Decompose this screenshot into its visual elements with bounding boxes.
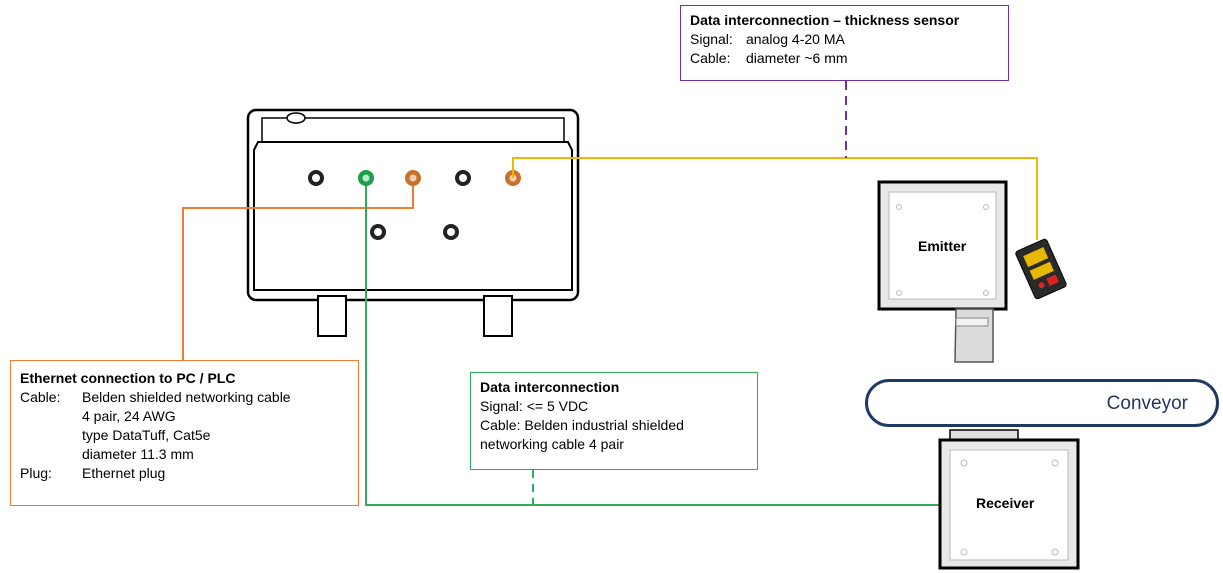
thickness-signal-value: analog 4-20 MA bbox=[746, 31, 845, 47]
ethernet-plug-value: Ethernet plug bbox=[82, 465, 166, 481]
ethernet-cable-line-3: type DataTuff, Cat5e bbox=[82, 427, 211, 443]
connector-7 bbox=[443, 224, 459, 240]
data-cable bbox=[365, 186, 940, 506]
conveyor: Conveyor bbox=[865, 379, 1219, 427]
connector-4 bbox=[455, 170, 471, 186]
data-callout-line-2: Cable: Belden industrial shielded bbox=[480, 417, 684, 433]
sensor-cable bbox=[512, 157, 1038, 240]
ethernet-cable bbox=[182, 186, 414, 360]
thickness-cable-key: Cable: bbox=[690, 50, 731, 66]
thickness-sensor-callout: Data interconnection – thickness sensor … bbox=[680, 5, 1009, 81]
ethernet-callout-title: Ethernet connection to PC / PLC bbox=[20, 370, 236, 386]
conveyor-label: Conveyor bbox=[1106, 393, 1188, 414]
ethernet-cable-line-1: Belden shielded networking cable bbox=[82, 389, 291, 405]
connector-ethernet-orange bbox=[405, 170, 421, 186]
connector-data-green bbox=[358, 170, 374, 186]
data-callout-line-3: networking cable 4 pair bbox=[480, 436, 624, 452]
data-callout-title: Data interconnection bbox=[480, 379, 620, 395]
ethernet-callout: Ethernet connection to PC / PLC Cable: B… bbox=[10, 360, 359, 506]
ethernet-cable-key: Cable: bbox=[20, 389, 61, 405]
ethernet-plug-key: Plug: bbox=[20, 465, 52, 481]
thickness-sensor bbox=[1015, 238, 1067, 300]
ethernet-cable-line-4: diameter 11.3 mm bbox=[82, 446, 194, 462]
emitter-unit bbox=[877, 180, 1008, 363]
connector-1 bbox=[308, 170, 324, 186]
thickness-callout-title: Data interconnection – thickness sensor bbox=[690, 12, 960, 28]
thickness-signal-key: Signal: bbox=[690, 31, 733, 47]
thickness-cable-value: diameter ~6 mm bbox=[746, 50, 848, 66]
receiver-unit bbox=[938, 429, 1080, 570]
data-callout-line-1: Signal: <= 5 VDC bbox=[480, 398, 589, 414]
emitter-label: Emitter bbox=[918, 238, 967, 254]
connector-6 bbox=[370, 224, 386, 240]
data-interconnection-callout: Data interconnection Signal: <= 5 VDC Ca… bbox=[470, 372, 758, 470]
control-enclosure bbox=[246, 108, 580, 337]
receiver-label: Receiver bbox=[976, 495, 1035, 511]
ethernet-cable-line-2: 4 pair, 24 AWG bbox=[82, 408, 176, 424]
